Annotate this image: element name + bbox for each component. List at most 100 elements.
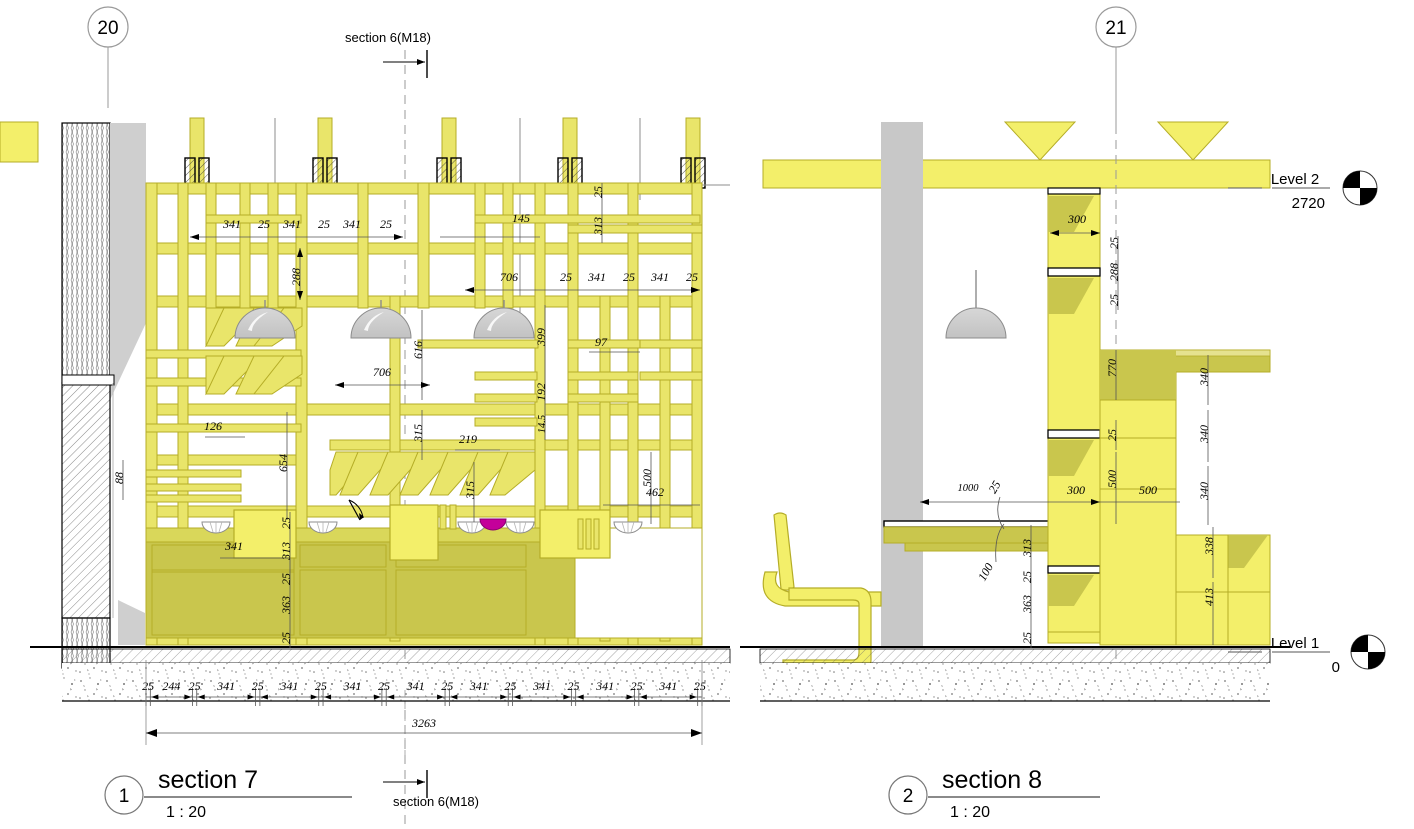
dimension-label: 88 bbox=[112, 472, 126, 484]
dimension-label: 315 bbox=[463, 481, 477, 500]
view-title-2[interactable]: 2 section 8 1 : 20 bbox=[888, 766, 1100, 821]
view-1-title: section 7 bbox=[158, 766, 258, 794]
dimension-label: 341 bbox=[469, 679, 488, 693]
dimension-arrow bbox=[639, 694, 647, 700]
section-marker-top-label: section 6(M18) bbox=[345, 30, 431, 45]
dimension-label: 341 bbox=[650, 270, 669, 284]
dimension-label: 25 bbox=[568, 679, 580, 693]
dimension-label: 25 bbox=[631, 679, 643, 693]
dimension-label: 462 bbox=[646, 485, 664, 499]
leader-lines bbox=[995, 496, 1005, 563]
dimension-label: 340 bbox=[1197, 368, 1211, 387]
dimension-arrow bbox=[310, 694, 318, 700]
dimension-label: 341 bbox=[342, 217, 361, 231]
section-7-dimension-lines bbox=[122, 183, 700, 648]
dimension-label: 363 bbox=[1020, 595, 1034, 614]
dimension-label: 25 bbox=[279, 573, 293, 585]
dimension-label: 363 bbox=[279, 596, 293, 615]
dimension-label: 340 bbox=[1197, 425, 1211, 444]
dimension-arrow bbox=[437, 694, 445, 700]
level-2-target-icon bbox=[1342, 170, 1378, 206]
section-8-dimension-lines bbox=[920, 230, 1214, 648]
dimension-label: 126 bbox=[204, 419, 222, 433]
dimension-label: 25 bbox=[1105, 429, 1119, 441]
pendant-lamp-2 bbox=[350, 300, 412, 339]
dimension-label: 25 bbox=[1107, 237, 1121, 249]
dimension-arrow bbox=[324, 694, 332, 700]
right-cabinet-block bbox=[1099, 349, 1271, 646]
dimension-label: 25 bbox=[380, 217, 392, 231]
dimension-label: 25 bbox=[142, 679, 154, 693]
dimension-label: 313 bbox=[1020, 539, 1034, 558]
dimension-label: 341 bbox=[224, 539, 243, 553]
dimension-label: 97 bbox=[595, 335, 608, 349]
dimension-label: 25 bbox=[985, 478, 1003, 495]
section-8-drawing bbox=[0, 121, 1290, 702]
structural-column bbox=[881, 122, 923, 647]
section-marker-bottom: section 6(M18) bbox=[383, 770, 479, 809]
grid-bubble-21-label: 21 bbox=[1105, 18, 1126, 39]
dimension-label: 500 bbox=[1105, 470, 1119, 488]
dimension-label: 341 bbox=[342, 679, 361, 693]
dimension-label: 219 bbox=[459, 432, 477, 446]
pendant-lamp-section8 bbox=[945, 270, 1007, 339]
dimension-label: 300 bbox=[1067, 212, 1086, 226]
dimension-arrow bbox=[500, 694, 508, 700]
dimension-label: 399 bbox=[534, 328, 548, 347]
dimension-arrow bbox=[689, 694, 697, 700]
view-1-number: 1 bbox=[119, 786, 130, 807]
overall-dimension-label: 3263 bbox=[411, 716, 436, 730]
pendant-lamp-3 bbox=[473, 300, 535, 339]
dimension-label: 25 bbox=[623, 270, 635, 284]
grid-bubble-21: 21 bbox=[1095, 6, 1137, 125]
dimension-label: 25 bbox=[686, 270, 698, 284]
level-2-label: Level 2 bbox=[1271, 171, 1319, 188]
dimension-label: 288 bbox=[1107, 263, 1121, 281]
dimension-label: 770 bbox=[1105, 359, 1119, 377]
dimension-label: 25 bbox=[591, 186, 605, 198]
angle-indicator bbox=[348, 499, 364, 521]
view-2-title: section 8 bbox=[942, 766, 1042, 794]
dimension-label: 616 bbox=[411, 341, 425, 359]
dimension-label: 315 bbox=[411, 424, 425, 443]
dimension-label: 14.5 bbox=[537, 415, 548, 433]
magenta-bowl-highlight bbox=[479, 518, 507, 531]
dimension-label: 25 bbox=[315, 679, 327, 693]
floor-slab-section-7 bbox=[30, 646, 731, 702]
dimension-label: 25 bbox=[1020, 632, 1034, 644]
view-title-1[interactable]: 1 section 7 1 : 20 bbox=[104, 766, 352, 821]
dimension-label: 341 bbox=[587, 270, 606, 284]
dimension-label: 25 bbox=[258, 217, 270, 231]
dimension-label: 1000 bbox=[958, 483, 980, 494]
dimension-label: 25 bbox=[441, 679, 453, 693]
level-1-target-icon bbox=[1350, 634, 1386, 670]
view-1-scale: 1 : 20 bbox=[166, 804, 206, 821]
dimension-arrow bbox=[184, 694, 192, 700]
wall-assembly bbox=[30, 122, 146, 669]
dimension-label: 192 bbox=[534, 383, 548, 401]
grid-bubble-20: 20 bbox=[87, 6, 129, 108]
dimension-arrow bbox=[247, 694, 255, 700]
dimension-label: 341 bbox=[658, 679, 677, 693]
dimension-label: 313 bbox=[279, 542, 293, 561]
base-cabinets bbox=[145, 504, 703, 639]
section-marker-bottom-label: section 6(M18) bbox=[393, 794, 479, 809]
dimension-label: 341 bbox=[216, 679, 235, 693]
dimension-label: 288 bbox=[289, 268, 303, 286]
dimension-label: 25 bbox=[560, 270, 572, 284]
shelving-frame bbox=[145, 182, 703, 646]
dimension-arrow bbox=[513, 694, 521, 700]
dimension-label: 300 bbox=[1066, 483, 1085, 497]
grid-bubble-20-label: 20 bbox=[97, 18, 118, 39]
dimension-arrow bbox=[197, 694, 205, 700]
view-2-number: 2 bbox=[903, 786, 914, 807]
sink-bowls bbox=[201, 518, 643, 534]
dimension-label: 25 bbox=[279, 632, 293, 644]
level-1-elevation: 0 bbox=[1332, 659, 1340, 676]
dimension-label: 25 bbox=[279, 517, 293, 529]
dimension-label: 341 bbox=[279, 679, 298, 693]
